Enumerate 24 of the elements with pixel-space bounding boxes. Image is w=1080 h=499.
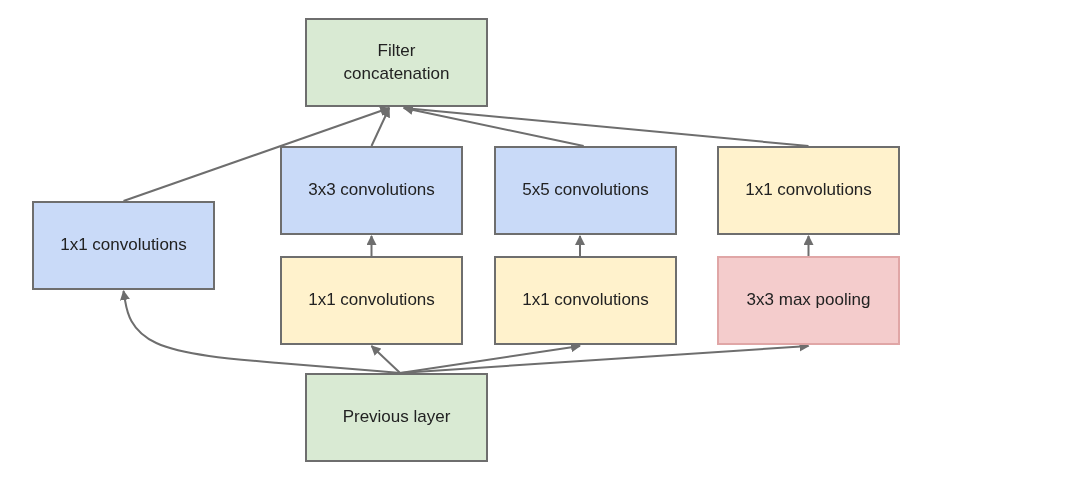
node-label: 3x3 max pooling <box>745 289 872 312</box>
node-label: 1x1 convolutions <box>59 234 188 257</box>
conv-box <box>717 146 900 235</box>
arrow <box>370 345 402 374</box>
input-box <box>305 373 488 462</box>
arrow <box>370 107 391 147</box>
conv-box <box>280 146 463 235</box>
arrow <box>366 235 377 257</box>
node-label: 1x1 convolutions <box>307 289 436 312</box>
conv-box <box>494 256 677 345</box>
arrow <box>122 106 391 202</box>
arrow <box>575 235 585 257</box>
conv-box <box>32 201 215 290</box>
node-label: 3x3 convolutions <box>307 179 436 202</box>
arrow <box>803 235 814 257</box>
node-label: Previous layer <box>341 406 452 429</box>
node-label: 5x5 convolutions <box>521 179 650 202</box>
conv-box <box>494 146 677 235</box>
node-label: 1x1 convolutions <box>744 179 873 202</box>
node-label: Filter concatenation <box>342 39 451 85</box>
node-label: 1x1 convolutions <box>521 289 650 312</box>
pool-box <box>717 256 900 345</box>
concat-box <box>305 18 488 107</box>
conv-box <box>280 256 463 345</box>
